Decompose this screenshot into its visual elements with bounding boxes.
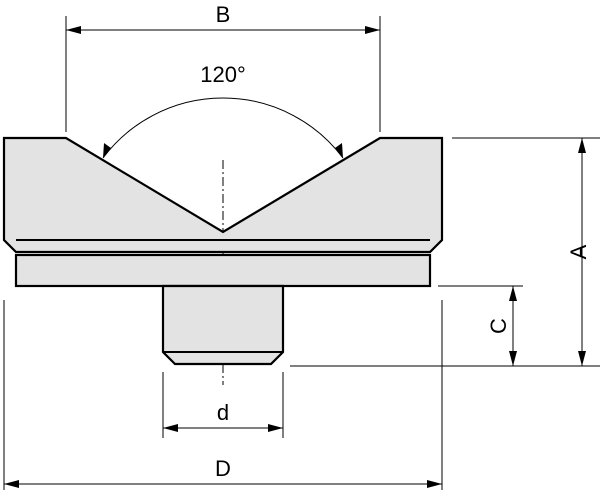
arrowhead-dsmall-left bbox=[163, 424, 178, 432]
arrowhead-c-top bbox=[509, 286, 517, 301]
arrowhead-angle-left bbox=[103, 143, 111, 158]
collar bbox=[14, 253, 432, 288]
arrowhead-b-right bbox=[365, 26, 380, 34]
label-a: A bbox=[566, 244, 591, 259]
arrowhead-d-right bbox=[427, 480, 442, 488]
label-b: B bbox=[216, 2, 231, 27]
label-d: D bbox=[215, 456, 231, 481]
arrowhead-dsmall-right bbox=[268, 424, 283, 432]
label-c: C bbox=[486, 318, 511, 334]
arrowhead-c-bottom bbox=[509, 351, 517, 366]
arrowhead-b-left bbox=[66, 26, 81, 34]
arrowhead-a-bottom bbox=[578, 351, 586, 366]
arrowhead-a-top bbox=[578, 138, 586, 153]
dim-arc-angle bbox=[102, 97, 344, 159]
v-block-body bbox=[2, 136, 444, 254]
arrowhead-d-left bbox=[4, 480, 19, 488]
label-angle: 120° bbox=[200, 62, 246, 87]
label-dsmall: d bbox=[217, 400, 229, 425]
arrowhead-angle-right bbox=[335, 143, 343, 158]
